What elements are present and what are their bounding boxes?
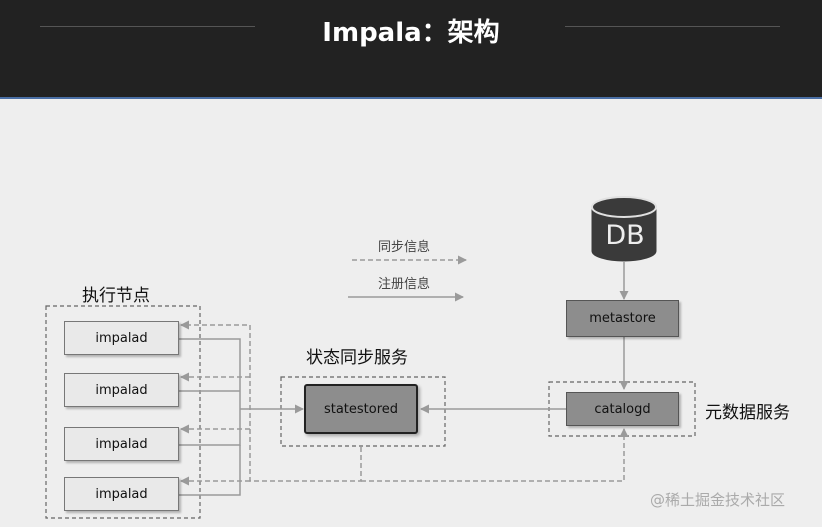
statestored-to-catalogd-sync-line bbox=[361, 428, 629, 482]
impalad-node: impalad bbox=[64, 321, 179, 355]
legend-register-label: 注册信息 bbox=[378, 277, 431, 292]
header-divider-left bbox=[40, 26, 255, 27]
header-divider-right bbox=[565, 26, 780, 27]
header-bar: Impala：架构 bbox=[0, 0, 822, 99]
legend-sync-label: 同步信息 bbox=[378, 240, 431, 255]
state-sync-group bbox=[280, 376, 446, 447]
statestored-sync-lines bbox=[181, 324, 362, 482]
db-cylinder bbox=[591, 196, 657, 262]
impalad-node: impalad bbox=[64, 373, 179, 407]
impalad-node: impalad bbox=[64, 427, 179, 461]
state-sync-label: 状态同步服务 bbox=[306, 348, 408, 368]
header-accent-line bbox=[0, 97, 822, 99]
db-label: DB bbox=[605, 220, 645, 251]
metastore-node: metastore bbox=[566, 300, 679, 337]
metadata-label: 元数据服务 bbox=[705, 403, 790, 423]
exec-nodes-group bbox=[45, 305, 201, 519]
architecture-diagram bbox=[45, 196, 696, 519]
catalogd-node: catalogd bbox=[566, 392, 679, 426]
exec-nodes-label: 执行节点 bbox=[82, 286, 150, 306]
impalad-node: impalad bbox=[64, 477, 179, 511]
statestored-sync-arrowheads bbox=[180, 320, 189, 486]
page-title: Impala：架构 bbox=[322, 18, 500, 48]
statestored-node: statestored bbox=[304, 384, 418, 434]
impalad-register-lines bbox=[179, 338, 241, 496]
watermark: @稀土掘金技术社区 bbox=[650, 491, 786, 509]
